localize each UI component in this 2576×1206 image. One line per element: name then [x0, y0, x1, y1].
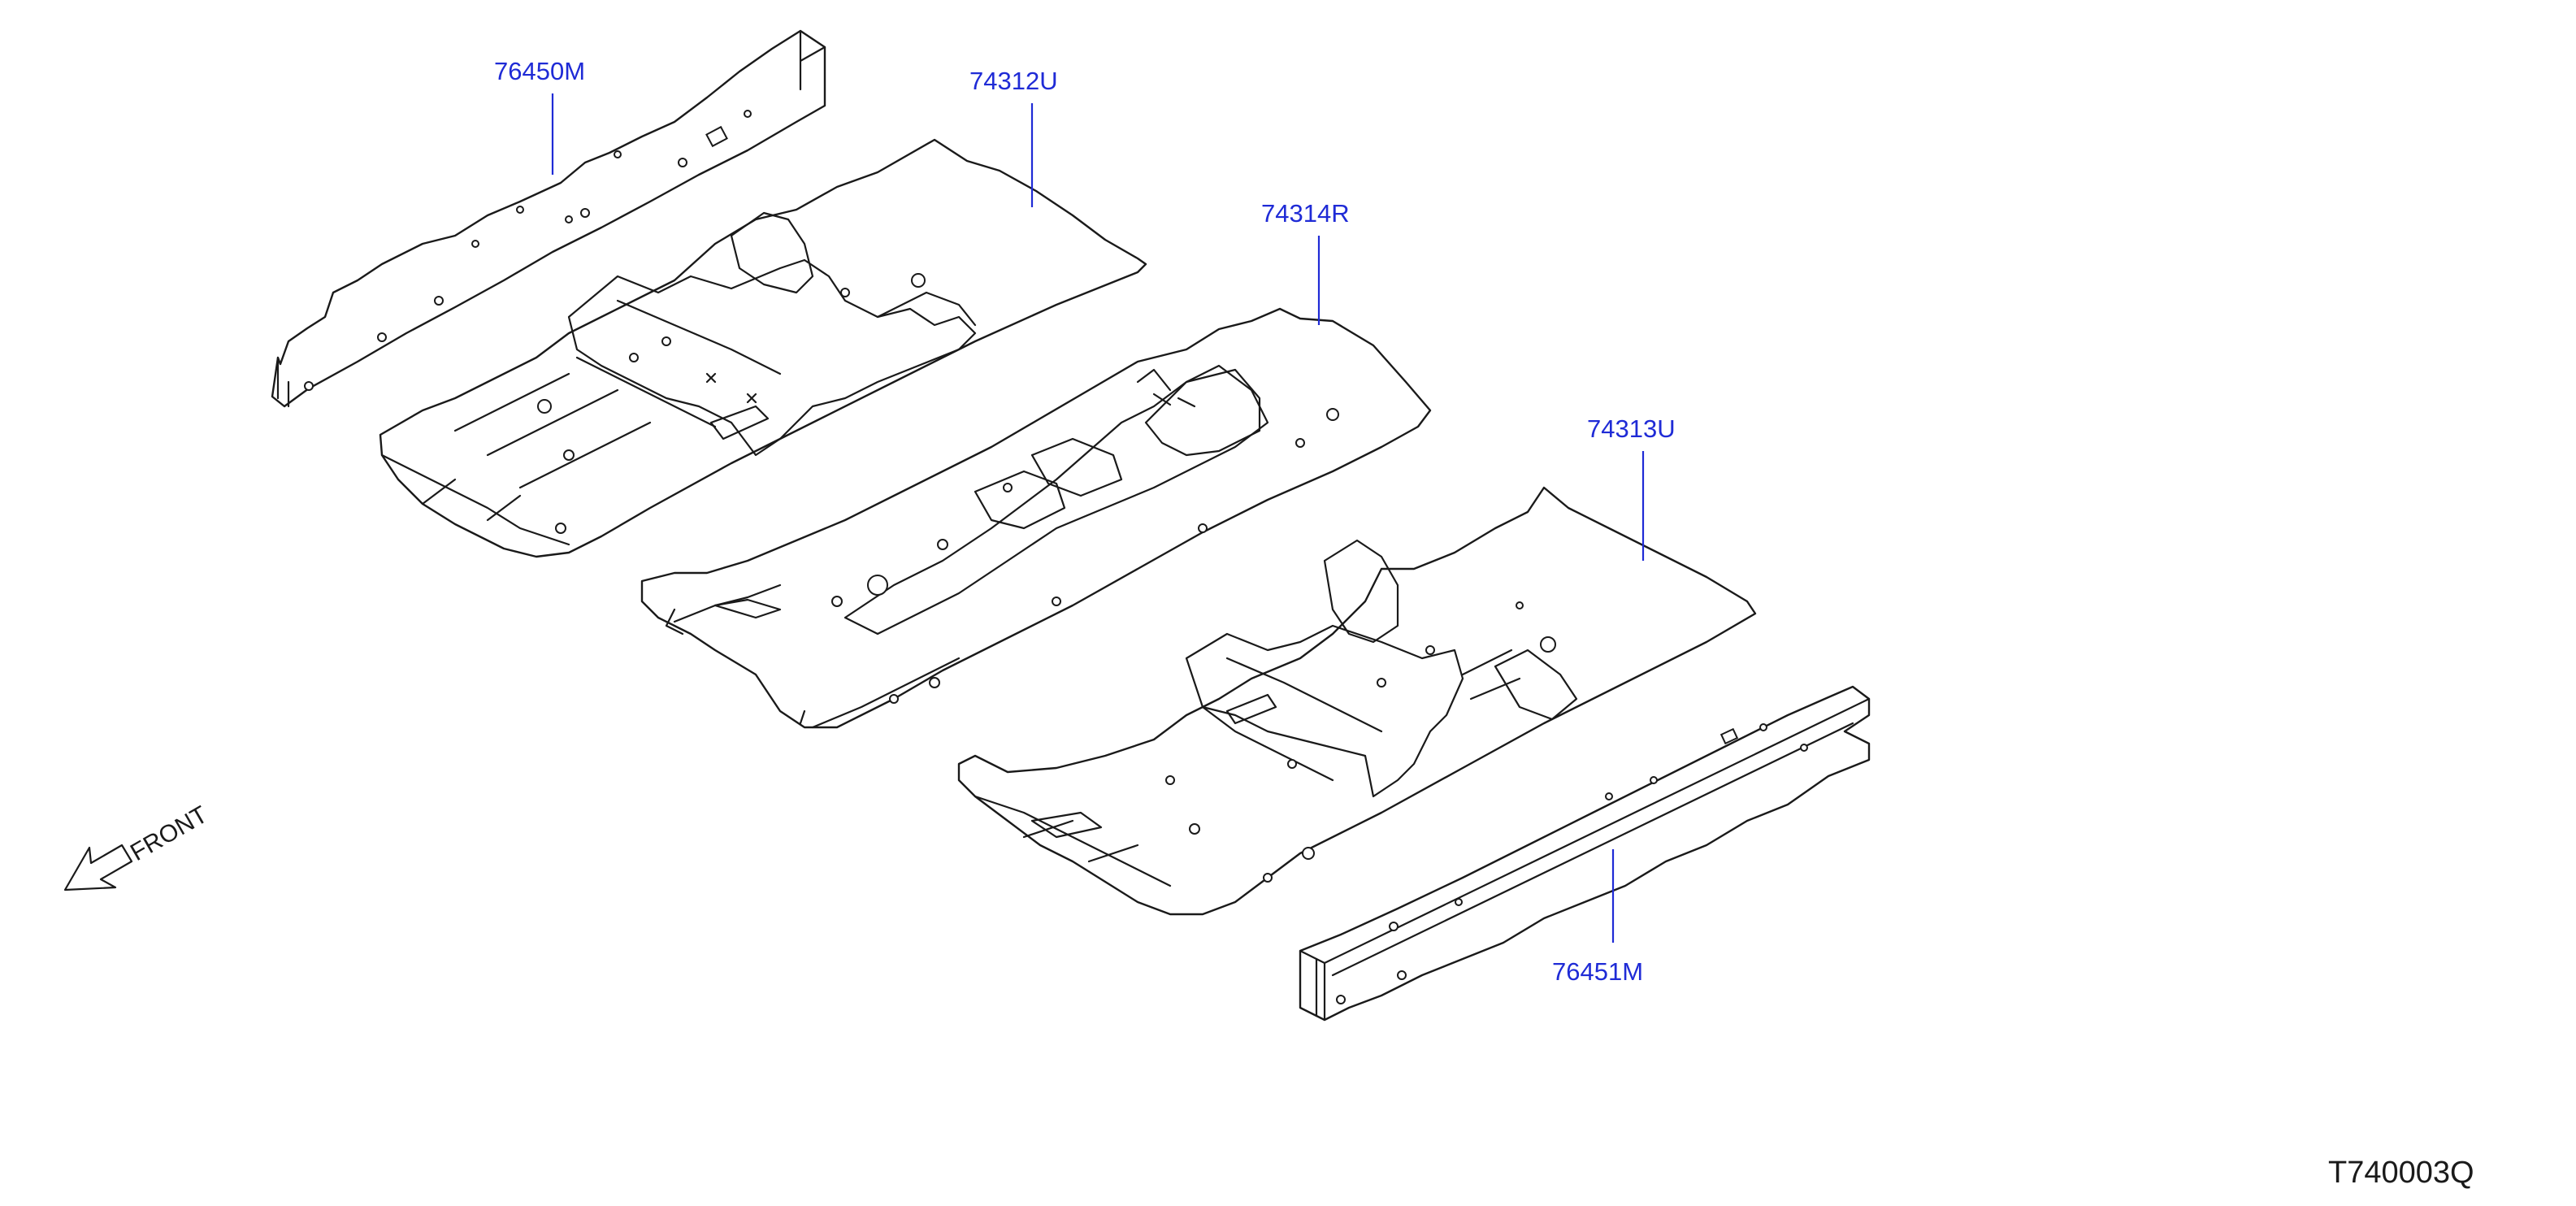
part-floor-74312U[interactable] [379, 138, 1147, 558]
part-rail-76451M[interactable] [1299, 685, 1871, 1022]
part-floor-74314R[interactable] [640, 307, 1432, 729]
clip-hole-icon [1720, 727, 1739, 745]
part-floor-74313U[interactable] [957, 486, 1757, 916]
front-arrow-icon [63, 844, 133, 891]
callout-74314R[interactable]: 74314R [1261, 199, 1350, 228]
part-rail-76450M[interactable] [271, 29, 826, 408]
front-label: FRONT [126, 801, 212, 866]
callout-76451M[interactable]: 76451M [1552, 957, 1643, 986]
front-direction-indicator: FRONT [63, 801, 212, 891]
diagram-id: T740003Q [2328, 1156, 2474, 1190]
clip-hole-icon [705, 125, 728, 148]
callout-74313U[interactable]: 74313U [1587, 414, 1676, 443]
callout-74312U[interactable]: 74312U [969, 67, 1058, 95]
callout-76450M[interactable]: 76450M [494, 57, 585, 85]
